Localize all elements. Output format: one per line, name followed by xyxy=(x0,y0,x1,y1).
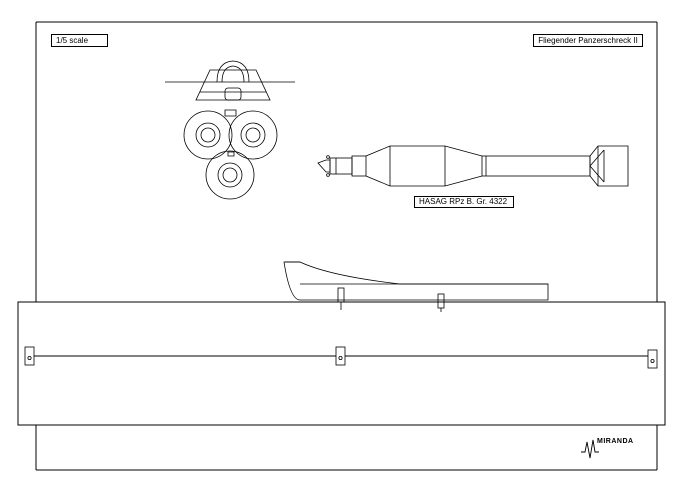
clip-right xyxy=(647,349,658,369)
rocket-projectile-side-view xyxy=(317,145,629,187)
miranda-logo: MIRANDA xyxy=(579,438,641,458)
miranda-logo-mark xyxy=(581,439,599,459)
clip-middle xyxy=(335,346,346,366)
clip-left xyxy=(24,346,35,366)
sheet-frame xyxy=(35,21,658,471)
front-view-launcher-cluster xyxy=(165,60,295,200)
launcher-rail-side-view xyxy=(283,261,549,312)
scale-label: 1/5 scale xyxy=(51,34,108,47)
drawing-title: Fliegender Panzerschreck II xyxy=(533,34,643,47)
logo-text: MIRANDA xyxy=(597,438,634,445)
part-designation-label: HASAG RPz B. Gr. 4322 xyxy=(414,196,514,208)
strip-clips xyxy=(24,346,658,369)
